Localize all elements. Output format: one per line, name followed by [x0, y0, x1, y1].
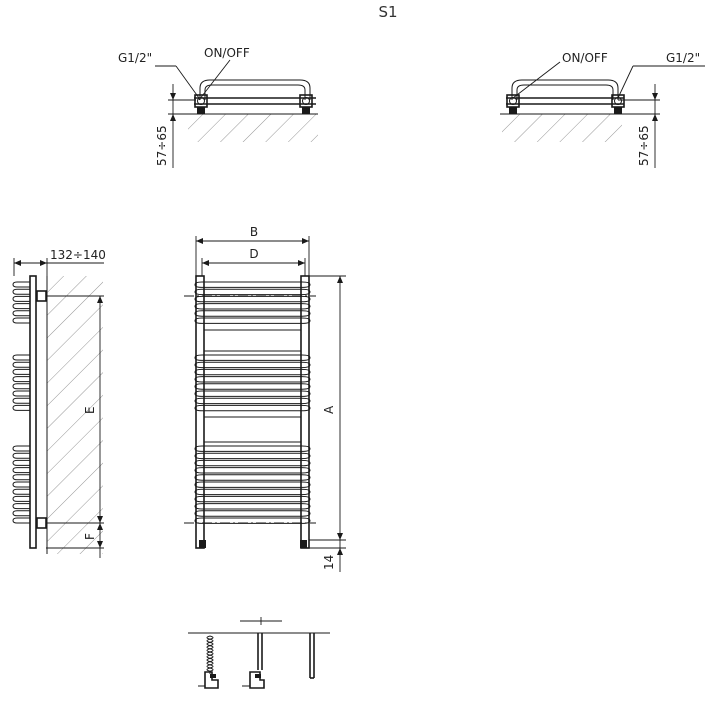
- front-tube-row: [194, 390, 311, 397]
- side-view-e-label: E: [83, 406, 97, 414]
- side-tube-row: [12, 510, 30, 517]
- cable-coil: [209, 657, 214, 663]
- side-tube-row: [12, 281, 30, 288]
- side-tube-row: [12, 445, 30, 452]
- front-tube-row: [194, 445, 311, 452]
- cable-coil: [209, 664, 214, 669]
- cable-coil: [206, 651, 211, 656]
- cable-coil: [209, 651, 214, 656]
- top-left-connection-detail: [155, 59, 318, 168]
- side-tube-row: [12, 459, 30, 466]
- cable-coil: [206, 645, 211, 650]
- side-tube-row: [12, 488, 30, 495]
- cable-coil: [209, 648, 214, 653]
- cable-coil: [209, 661, 214, 666]
- front-tube-row: [194, 376, 311, 383]
- cable-coil: [206, 635, 211, 640]
- front-tube-row: [194, 397, 311, 405]
- cable-coil: [206, 641, 211, 647]
- front-tube-row: [194, 317, 311, 324]
- cable-coil: [206, 638, 211, 643]
- front-tube-row: [194, 481, 311, 488]
- front-view-d-label: D: [249, 247, 258, 261]
- side-tube-row: [12, 474, 30, 481]
- top-left-pipe-label: G1/2": [118, 51, 152, 65]
- front-tube-row: [194, 303, 311, 310]
- side-tube-row: [12, 390, 30, 397]
- side-tube-row: [12, 376, 30, 383]
- top-right-connection-detail: [500, 61, 705, 168]
- bottom-valve-detail: [188, 617, 330, 689]
- side-tube-row: [12, 288, 30, 295]
- cable-coil: [206, 654, 211, 659]
- front-view-bottom-label: 14: [322, 555, 336, 570]
- front-tube-row: [194, 310, 311, 317]
- front-view-a-label: A: [322, 405, 336, 414]
- side-tube-row: [12, 467, 30, 474]
- side-tube-row: [12, 383, 30, 390]
- top-left-valve-label: ON/OFF: [204, 46, 250, 60]
- side-tube-row: [12, 368, 30, 375]
- top-right-height-label: 57÷65: [637, 125, 651, 166]
- side-tube-row: [12, 310, 30, 317]
- cable-coil: [209, 645, 214, 650]
- front-tube-row: [194, 295, 311, 303]
- side-tube-row: [12, 317, 30, 324]
- front-tube-row: [194, 452, 311, 460]
- front-tube-row: [194, 459, 311, 467]
- top-left-height-label: 57÷65: [155, 125, 169, 166]
- side-view-tube-rows: [12, 281, 30, 524]
- front-tube-row: [194, 510, 311, 517]
- cable-coil: [209, 641, 214, 647]
- front-tube-row: [194, 474, 311, 481]
- front-tube-row: [194, 488, 311, 496]
- cable-coil: [209, 638, 214, 643]
- top-right-pipe-label: G1/2": [666, 51, 700, 65]
- cable-coil: [209, 654, 214, 659]
- front-view-tube-rows: [194, 281, 311, 524]
- side-tube-row: [12, 354, 30, 361]
- front-tube-row: [194, 495, 311, 503]
- cable-coil: [206, 661, 211, 666]
- front-tube-row: [194, 361, 311, 369]
- front-tube-row: [194, 404, 311, 412]
- cable-coil: [206, 667, 211, 672]
- side-tube-row: [12, 404, 30, 411]
- top-right-valve-label: ON/OFF: [562, 51, 608, 65]
- side-tube-row: [12, 295, 30, 302]
- side-view-f-label: F: [83, 533, 97, 540]
- side-tube-row: [12, 503, 30, 510]
- front-tube-row: [194, 288, 311, 296]
- side-tube-row: [12, 397, 30, 404]
- cable-coil: [209, 667, 214, 672]
- drawing-title: S1: [378, 3, 397, 21]
- side-tube-row: [12, 495, 30, 502]
- side-tube-row: [12, 303, 30, 310]
- side-tube-row: [12, 517, 30, 524]
- front-tube-row: [194, 354, 311, 361]
- front-tube-row: [194, 281, 311, 288]
- side-view: [12, 258, 104, 558]
- side-tube-row: [12, 452, 30, 459]
- front-view: [184, 236, 346, 572]
- cable-coil: [209, 635, 214, 640]
- side-tube-row: [12, 481, 30, 488]
- front-tube-row: [194, 383, 311, 390]
- cable-coil: [206, 648, 211, 653]
- cable-coil: [206, 664, 211, 669]
- front-tube-row: [194, 467, 311, 474]
- side-view-depth-label: 132÷140: [50, 248, 106, 262]
- front-tube-row: [194, 503, 311, 510]
- front-tube-row: [194, 368, 311, 376]
- side-tube-row: [12, 361, 30, 368]
- front-view-b-label: B: [250, 225, 258, 239]
- cable-coil: [206, 657, 211, 663]
